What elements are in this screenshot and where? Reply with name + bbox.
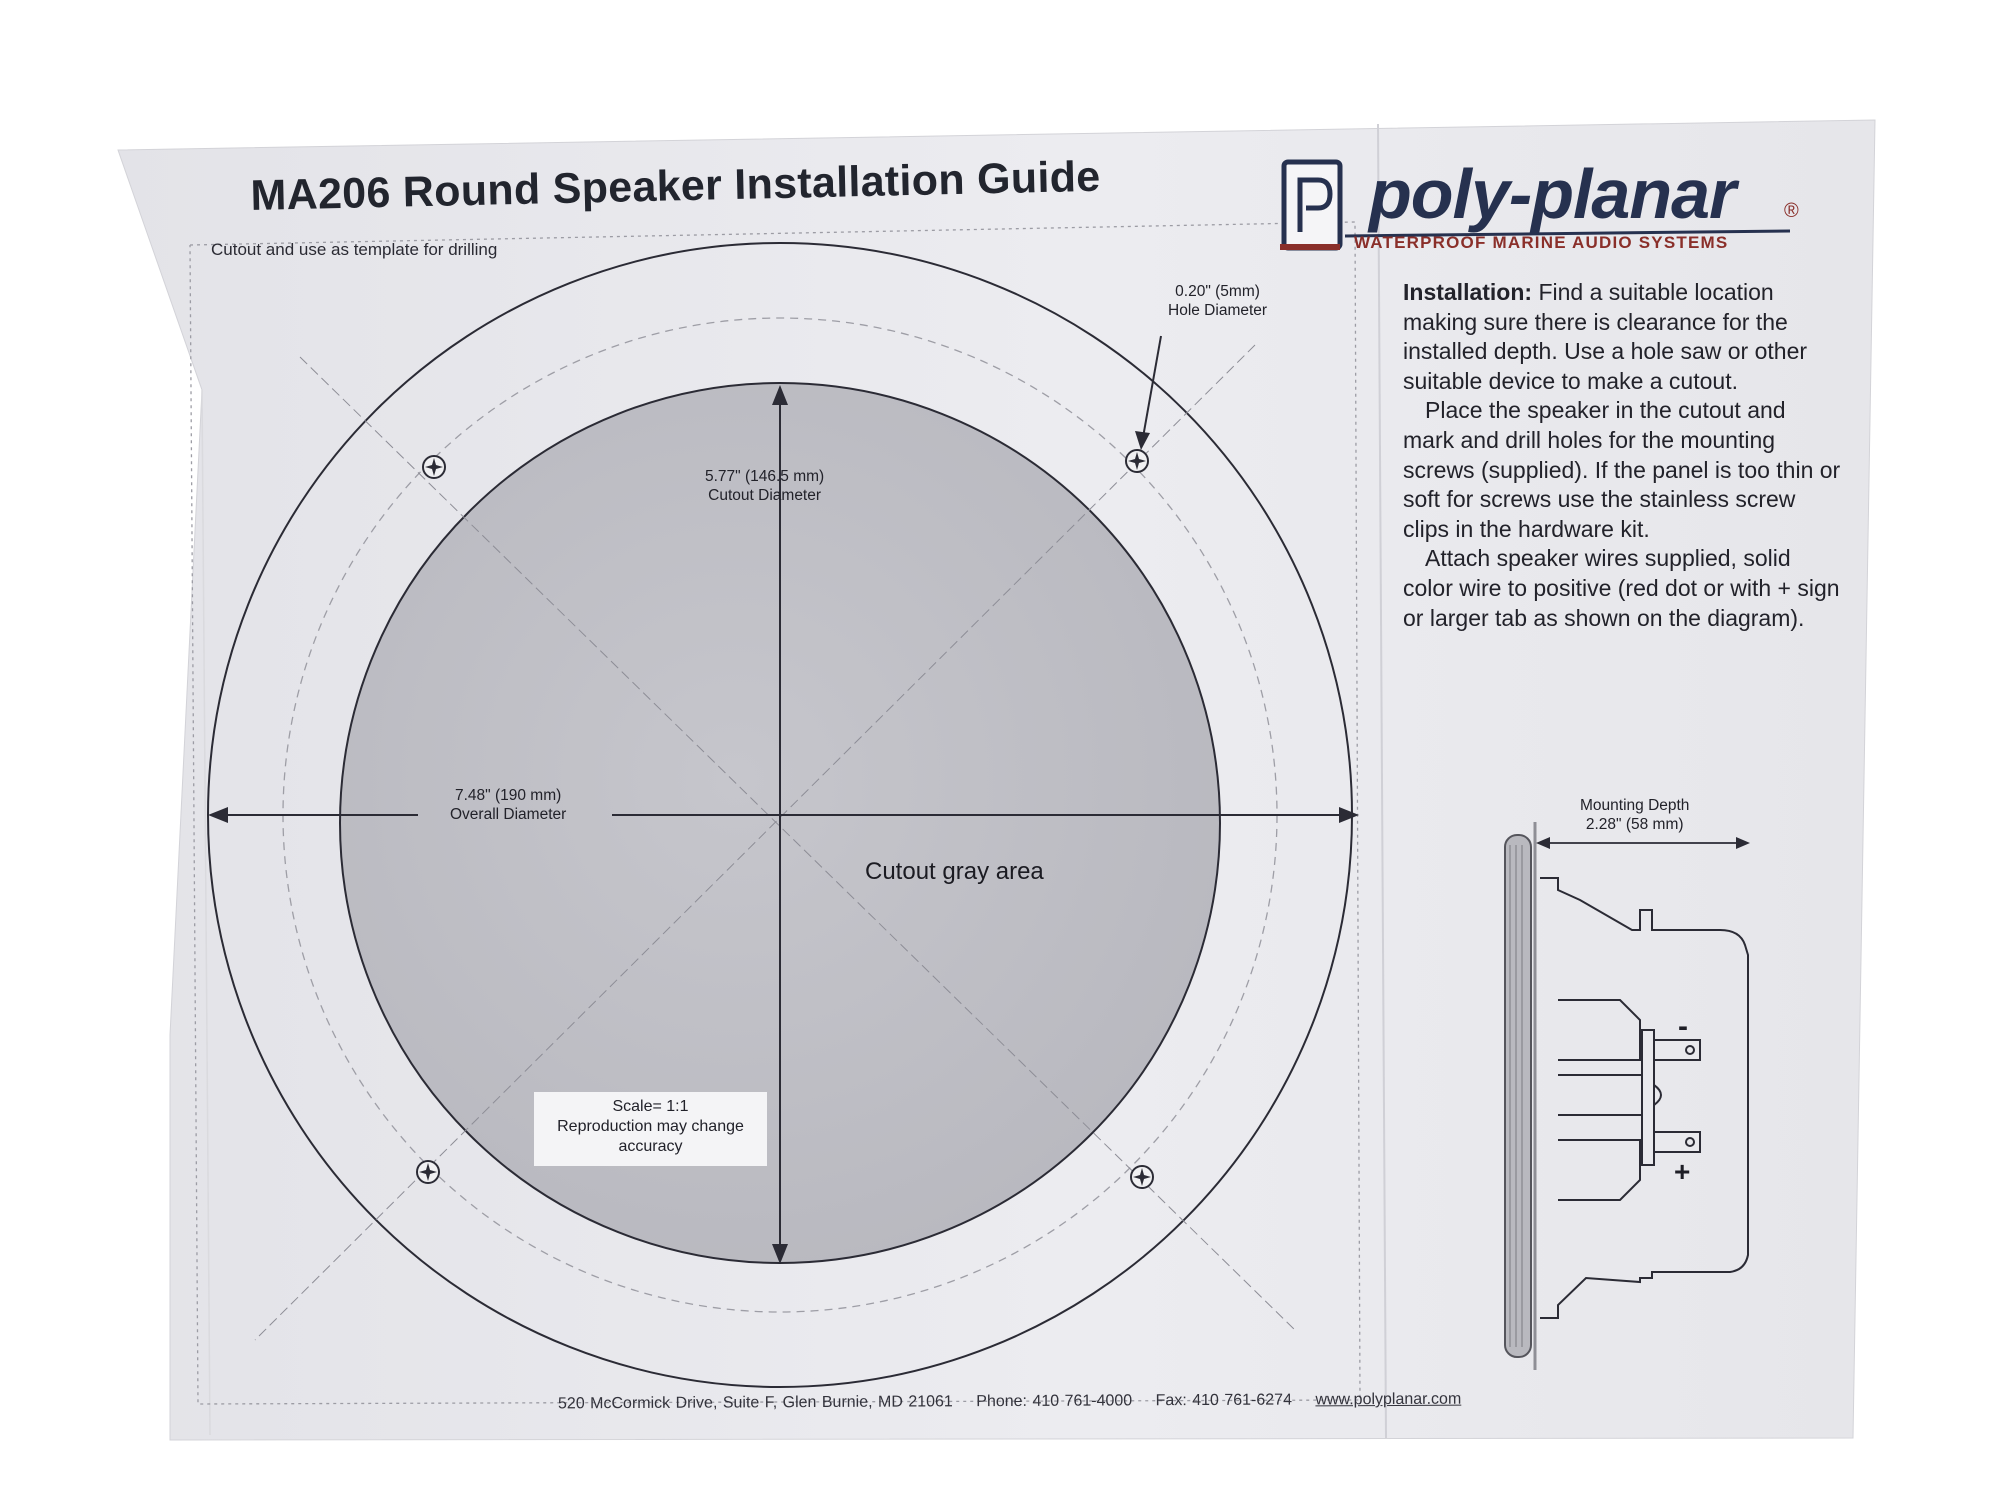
hole-leader-line [1141,335,1162,444]
logo-mark [1280,159,1343,251]
arrow-head [1135,431,1150,450]
cutout-diameter-caption: Cutout Diameter [708,487,822,504]
hole-diameter-caption: Hole Diameter [1168,302,1268,319]
hole-diameter-value: 0.20" (5mm) [1175,283,1260,300]
footer-address: 520 McCormick Drive, Suite F, Glen Burni… [557,1393,953,1413]
mounting-depth-label: Mounting Depth 2.28" (58 mm) [1580,796,1689,834]
negative-terminal-label: - [1678,1010,1688,1043]
overall-diameter-value: 7.48" (190 mm) [454,787,562,804]
logo-underline [1344,229,1791,238]
footer-website-link[interactable]: www.polyplanar.com [1315,1390,1462,1409]
scale-line-3: accuracy [618,1138,683,1155]
logo-registered-mark: ® [1784,200,1799,222]
scale-note: Scale= 1:1 Reproduction may change accur… [534,1092,767,1166]
screw-hole [1125,449,1149,473]
instructions-paragraph-3: Attach speaker wires supplied, solid col… [1403,545,1840,631]
hole-diameter-label: 0.20" (5mm) Hole Diameter [1168,282,1267,320]
scale-line-1: Scale= 1:1 [612,1098,689,1115]
cutout-diameter-value: 5.77" (146.5 mm) [705,468,825,485]
overall-diameter-label: 7.48" (190 mm) Overall Diameter [450,786,566,824]
screw-hole [416,1160,440,1184]
overall-diameter-caption: Overall Diameter [450,806,567,823]
instructions-paragraph-1: Installation: Find a suitable location m… [1403,278,1843,396]
fold-line [1377,123,1387,1439]
arrow-head [772,1244,788,1264]
arrow-head [1536,837,1550,849]
instructions-text-1: Find a suitable location making sure the… [1403,279,1808,394]
logo-wordmark: poly-planar [1369,155,1736,233]
logo-tagline: WATERPROOF MARINE AUDIO SYSTEMS [1354,233,1729,252]
screw-hole [422,455,446,479]
positive-terminal-label: + [1674,1156,1691,1187]
brand-logo: poly-planar ® WATERPROOF MARINE AUDIO SY… [1282,155,1822,260]
arrow-head [208,807,228,823]
speaker-side-view [1504,822,1749,1370]
footer-fax: Fax: 410 761-6274 [1155,1391,1293,1410]
diagonal-guide [299,356,1296,1331]
fold-line [201,389,211,1436]
document-subtitle: Cutout and use as template for drilling [211,240,498,259]
scale-line-2: Reproduction may change [557,1118,744,1135]
arrow-head [772,385,788,405]
cutout-area-label: Cutout gray area [865,858,1044,885]
instructions-heading: Installation: [1403,279,1533,305]
installation-instructions: Installation: Find a suitable location m… [1403,278,1843,633]
screw-hole [1130,1165,1154,1189]
arrow-head [1339,807,1359,823]
cutout-diameter-label: 5.77" (146.5 mm) Cutout Diameter [705,467,824,505]
mounting-depth-caption: Mounting Depth [1580,797,1690,814]
mounting-depth-value: 2.28" (58 mm) [1585,816,1684,833]
instructions-paragraph-2: Place the speaker in the cutout and mark… [1403,397,1841,542]
footer-phone: Phone: 410 761-4000 [976,1392,1133,1411]
arrow-head [1736,837,1750,849]
